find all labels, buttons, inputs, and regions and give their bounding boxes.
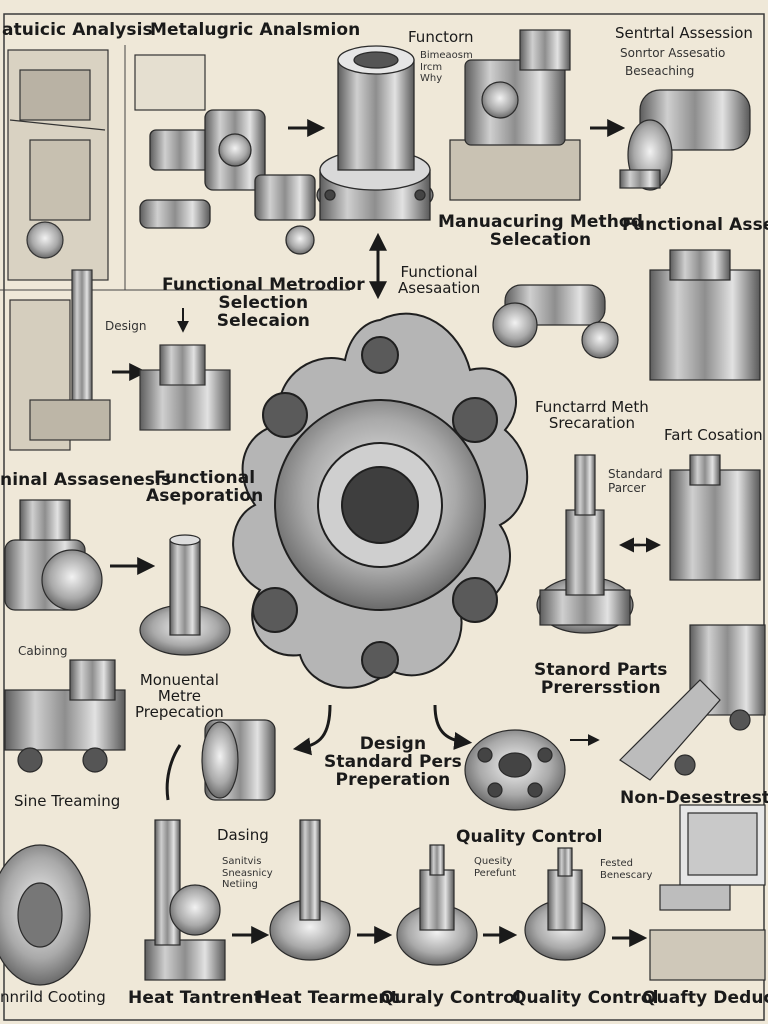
bottom-disc	[0, 844, 91, 986]
shaft-assembly	[619, 89, 751, 191]
label-fested-small: Fested Benescary	[600, 858, 653, 881]
label-ninal-assess: ninal Assasenesis	[0, 470, 172, 490]
label-functorn: Functorn	[408, 28, 474, 46]
pipe-fittings	[492, 284, 619, 359]
label-functarrd: Functarrd Meth Srecaration	[535, 398, 649, 432]
label-cabling: Cabinng	[18, 644, 68, 658]
label-manufacturing: Manuacuring Method Selecation	[438, 212, 643, 250]
label-top-left: atuicic Analysis	[2, 20, 153, 40]
label-bottom-5: Quality Control	[512, 988, 659, 1008]
flange-shaft-left	[139, 534, 231, 656]
label-functional-method: Functional Metrodior Selection Selecaion	[162, 275, 365, 331]
label-quality-small: Quesity Perefunt	[474, 856, 516, 879]
label-non-des: Non-Desestresting	[620, 788, 768, 808]
label-design-small: Design	[105, 319, 147, 333]
valve-assembly	[139, 109, 316, 255]
ring-plate	[464, 729, 566, 811]
label-stanord-parts: Stanord Parts Prerersstion	[534, 660, 668, 698]
label-top-right-3: Beseaching	[625, 64, 695, 78]
truck	[619, 624, 766, 781]
label-bottom-4: Quraly Control	[380, 988, 521, 1008]
motor	[4, 499, 103, 611]
label-bottom-2: Heat Tantrent	[128, 988, 262, 1008]
standard-shaft	[536, 454, 634, 634]
bushing	[201, 719, 276, 801]
small-part	[139, 344, 231, 431]
left-fixture	[9, 269, 111, 451]
locomotive	[4, 659, 126, 773]
label-top-right: Sentrtal Assession	[615, 24, 753, 42]
label-standard-small: Standard Parcer	[608, 467, 663, 495]
top-left-machinery	[7, 49, 206, 281]
bottom-shaft-2	[396, 844, 478, 966]
label-functional-assess: Functional Assess	[622, 215, 768, 235]
part-fixture	[669, 454, 761, 581]
label-dasing: Dasing	[217, 826, 269, 844]
label-arrow-functional: Functional Asesaation	[398, 263, 481, 297]
label-bottom-6: Quafty Deducti	[642, 988, 768, 1008]
label-functional-asep: Functional Aseporation	[146, 468, 264, 506]
label-design-standard: Design Standard Pers Preperation	[324, 734, 462, 790]
bottom-shaft-1	[269, 819, 351, 961]
central-flange	[232, 312, 529, 689]
bottom-shaft-3	[524, 847, 606, 961]
label-functorn-small: Bimeaosm Ircm Why	[420, 50, 473, 84]
computer-workstation	[649, 804, 766, 981]
label-dasing-small: Sanitvis Sneasnicy Netiing	[222, 856, 273, 890]
flanged-bushing	[316, 45, 434, 221]
bottom-pump	[144, 819, 226, 981]
label-top-right-2: Sonrtor Assesatio	[620, 46, 726, 60]
label-top-center: Metalugric Analsmion	[150, 20, 361, 40]
label-material-method: Monuental Metre Prepecation	[135, 671, 224, 721]
machine-block	[449, 29, 581, 201]
right-machine	[649, 249, 761, 381]
label-bottom-1: nnrild Cooting	[0, 988, 106, 1006]
label-part-cosation: Fart Cosation	[664, 426, 763, 444]
label-treatment-left: Sine Treaming	[14, 792, 121, 810]
label-quality-control-mid: Quality Control	[456, 827, 603, 847]
label-bottom-3: Heat Tearment	[256, 988, 399, 1008]
